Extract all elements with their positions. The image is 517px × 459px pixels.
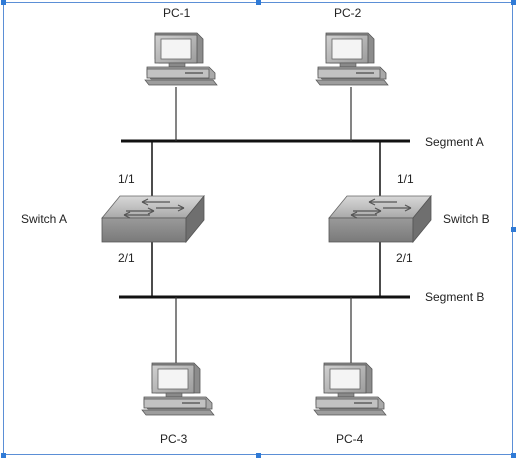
switch-b-port-top-label: 1/1 [397,172,414,186]
resize-handle-top-left[interactable] [1,0,6,5]
resize-handle-top-right[interactable] [511,0,516,5]
pc4-computer-icon [313,362,387,416]
pc3-label: PC-3 [160,432,188,446]
switch-a-port-top-label: 1/1 [118,172,135,186]
resize-handle-bottom-center[interactable] [256,453,261,458]
pc2-label: PC-2 [334,6,362,20]
segment-a-label: Segment A [425,135,484,149]
switch-a-icon [101,195,205,243]
pc1-label: PC-1 [163,6,191,20]
pc4-label: PC-4 [336,432,364,446]
segment-b-label: Segment B [425,290,485,304]
pc2-computer-icon [315,32,389,86]
pc1-computer-icon [144,32,218,86]
resize-handle-bottom-left[interactable] [1,453,6,458]
switch-b-icon [328,195,432,243]
resize-handle-bottom-right[interactable] [511,453,516,458]
resize-handle-top-center[interactable] [256,0,261,5]
pc3-computer-icon [141,362,215,416]
switch-a-label: Switch A [21,212,68,226]
switch-b-port-bottom-label: 2/1 [396,251,413,265]
switch-b-label: Switch B [443,212,490,226]
switch-a-port-bottom-label: 2/1 [118,251,135,265]
resize-handle-middle-right[interactable] [511,227,516,232]
